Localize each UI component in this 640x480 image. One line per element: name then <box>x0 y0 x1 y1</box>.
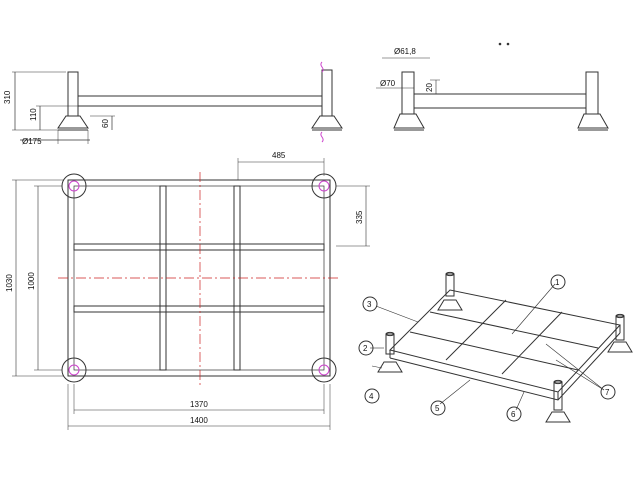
top-offset-x: 485 <box>272 151 286 160</box>
side-view <box>376 42 609 131</box>
side-tube-diameter: Ø70 <box>380 79 396 88</box>
side-post-diameter: Ø61,8 <box>394 47 416 56</box>
balloon-4: 4 <box>369 392 374 401</box>
balloon-7: 7 <box>605 388 610 397</box>
balloon-2: 2 <box>363 344 368 353</box>
balloon-5: 5 <box>435 404 440 413</box>
balloon-6: 6 <box>511 410 516 419</box>
side-tube-gap: 20 <box>425 83 434 92</box>
top-view <box>12 158 370 430</box>
front-height-tube: 110 <box>29 108 38 121</box>
top-height-outer: 1030 <box>5 274 14 292</box>
front-foot-height: 60 <box>101 119 110 128</box>
balloon-3: 3 <box>367 300 372 309</box>
top-offset-y: 335 <box>355 210 364 224</box>
balloon-1: 1 <box>555 278 560 287</box>
front-height-total: 310 <box>3 90 12 104</box>
iso-view <box>358 271 633 423</box>
top-height-inner: 1000 <box>27 272 36 290</box>
front-foot-diameter: Ø175 <box>22 137 42 146</box>
top-width-inner: 1370 <box>190 400 208 409</box>
front-view <box>12 61 343 144</box>
top-width-outer: 1400 <box>190 416 208 425</box>
